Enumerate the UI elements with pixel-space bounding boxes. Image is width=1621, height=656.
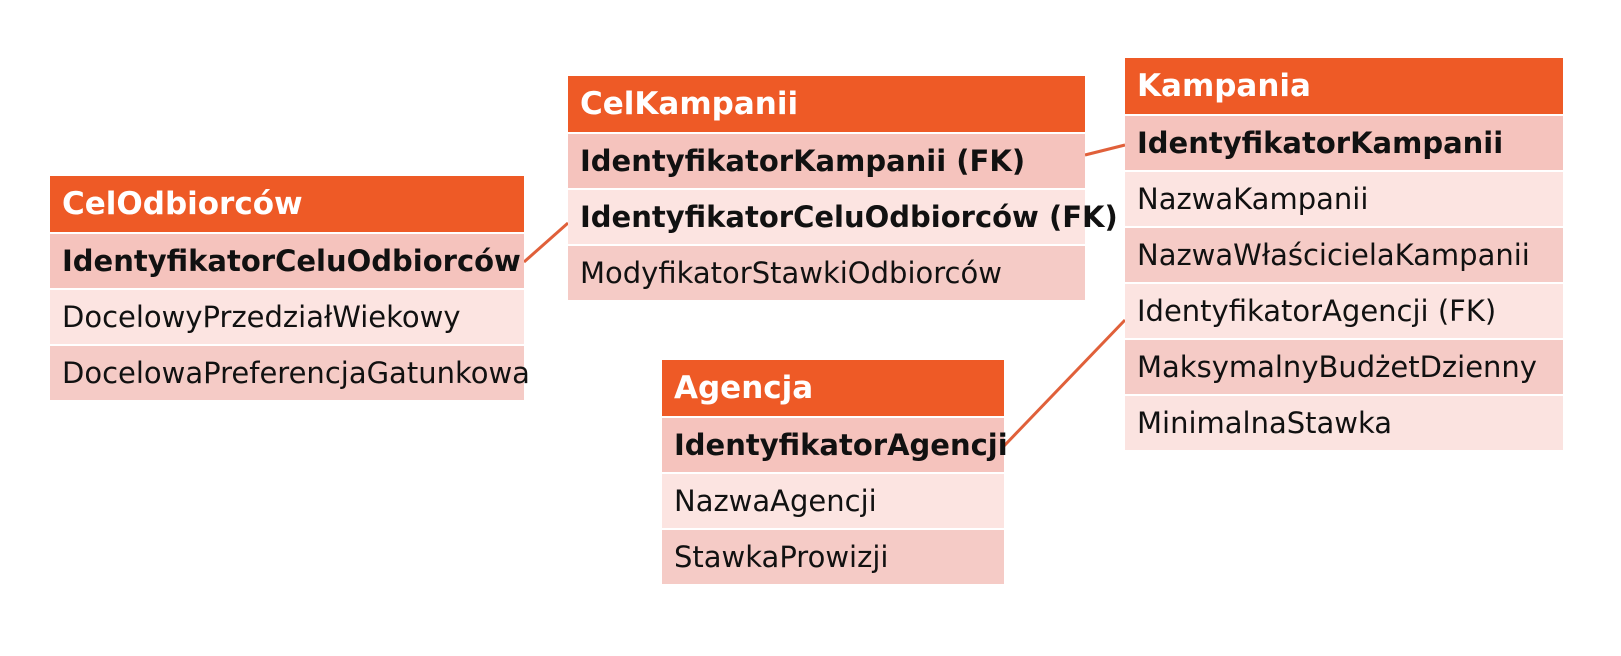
entity-field: NazwaWłaścicielaKampanii [1125,226,1563,282]
entity-title: Agencja [662,360,1004,416]
entity-title: CelOdbiorców [50,176,524,232]
relationship-celodbiorcow-celkampanii [523,221,569,264]
entity-field: MaksymalnyBudżetDzienny [1125,338,1563,394]
entity-field-primary-key: IdentyfikatorAgencji [662,416,1008,472]
entity-field-primary-key: IdentyfikatorCeluOdbiorców [50,232,524,288]
relationship-agencja-kampania [1002,318,1127,448]
entity-field: MinimalnaStawka [1125,394,1563,450]
entity-field-foreign-key: IdentyfikatorCeluOdbiorców (FK) [568,188,1118,244]
entity-title: CelKampanii [568,76,1085,132]
entity-kampania: Kampania IdentyfikatorKampanii NazwaKamp… [1125,58,1563,450]
entity-field: NazwaAgencji [662,472,1004,528]
entity-field-foreign-key: IdentyfikatorKampanii (FK) [568,132,1085,188]
entity-field: ModyfikatorStawkiOdbiorców [568,244,1085,300]
relationship-celkampanii-kampania [1084,143,1126,157]
entity-field-primary-key: IdentyfikatorKampanii [1125,114,1563,170]
entity-agencja: Agencja IdentyfikatorAgencji NazwaAgencj… [662,360,1008,584]
entity-field-foreign-key: IdentyfikatorAgencji (FK) [1125,282,1563,338]
entity-field: NazwaKampanii [1125,170,1563,226]
entity-cel-kampanii: CelKampanii IdentyfikatorKampanii (FK) I… [568,76,1118,300]
entity-field: DocelowyPrzedziałWiekowy [50,288,524,344]
entity-cel-odbiorcow: CelOdbiorców IdentyfikatorCeluOdbiorców … [50,176,530,400]
entity-field: StawkaProwizji [662,528,1004,584]
entity-title: Kampania [1125,58,1563,114]
entity-field: DocelowaPreferencjaGatunkowa [50,344,530,400]
